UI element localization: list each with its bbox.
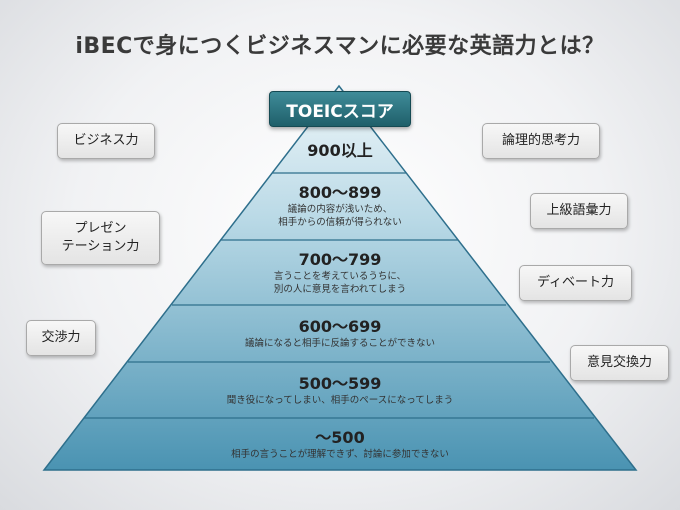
tier-level: 〜500 [315, 428, 365, 447]
tier-level: 600〜699 [298, 317, 382, 336]
skill-opinion-exchange: 意見交換力 [570, 345, 669, 381]
tier-description: 聞き役になってしまい、相手のペースになってしまう [226, 395, 454, 406]
tier-description: 相手の言うことが理解できず、討論に参加できない [231, 449, 449, 460]
skill-presentation: プレゼン テーション力 [41, 211, 160, 265]
tier-description: 別の人に意見を言われてしまう [273, 284, 407, 295]
tier-level: 800〜899 [298, 183, 382, 202]
tier-description: 言うことを考えているうちに、 [273, 271, 407, 282]
tier-700-799: 700〜799 言うことを考えているうちに、 別の人に意見を言われてしまう [0, 250, 680, 296]
skill-logical-thinking: 論理的思考力 [482, 123, 600, 159]
tier-description: 議論になると相手に反論することができない [244, 338, 435, 349]
tier-600-699: 600〜699 議論になると相手に反論することができない [0, 317, 680, 350]
page-title: iBECで身につくビジネスマンに必要な英語力とは？ [75, 34, 605, 59]
tier-900-plus: 900以上 [0, 141, 680, 161]
skill-debate: ディベート力 [519, 265, 632, 301]
tier-level: 500〜599 [298, 374, 382, 393]
tier-800-899: 800〜899 議論の内容が浅いため、 相手からの信頼が得られない [0, 183, 680, 229]
toeic-score-badge: TOEICスコア [269, 91, 411, 127]
tier-level: 900以上 [307, 141, 373, 160]
skill-advanced-vocabulary: 上級語彙力 [530, 193, 628, 229]
tier-level: 700〜799 [298, 250, 382, 269]
tier-500-599: 500〜599 聞き役になってしまい、相手のペースになってしまう [0, 374, 680, 407]
skill-business: ビジネス力 [57, 123, 155, 159]
tier-under-500: 〜500 相手の言うことが理解できず、討論に参加できない [0, 428, 680, 461]
pyramid-shape [42, 84, 638, 471]
skill-negotiation: 交渉力 [26, 320, 96, 356]
tier-description: 相手からの信頼が得られない [278, 217, 402, 228]
tier-description: 議論の内容が浅いため、 [287, 204, 393, 215]
